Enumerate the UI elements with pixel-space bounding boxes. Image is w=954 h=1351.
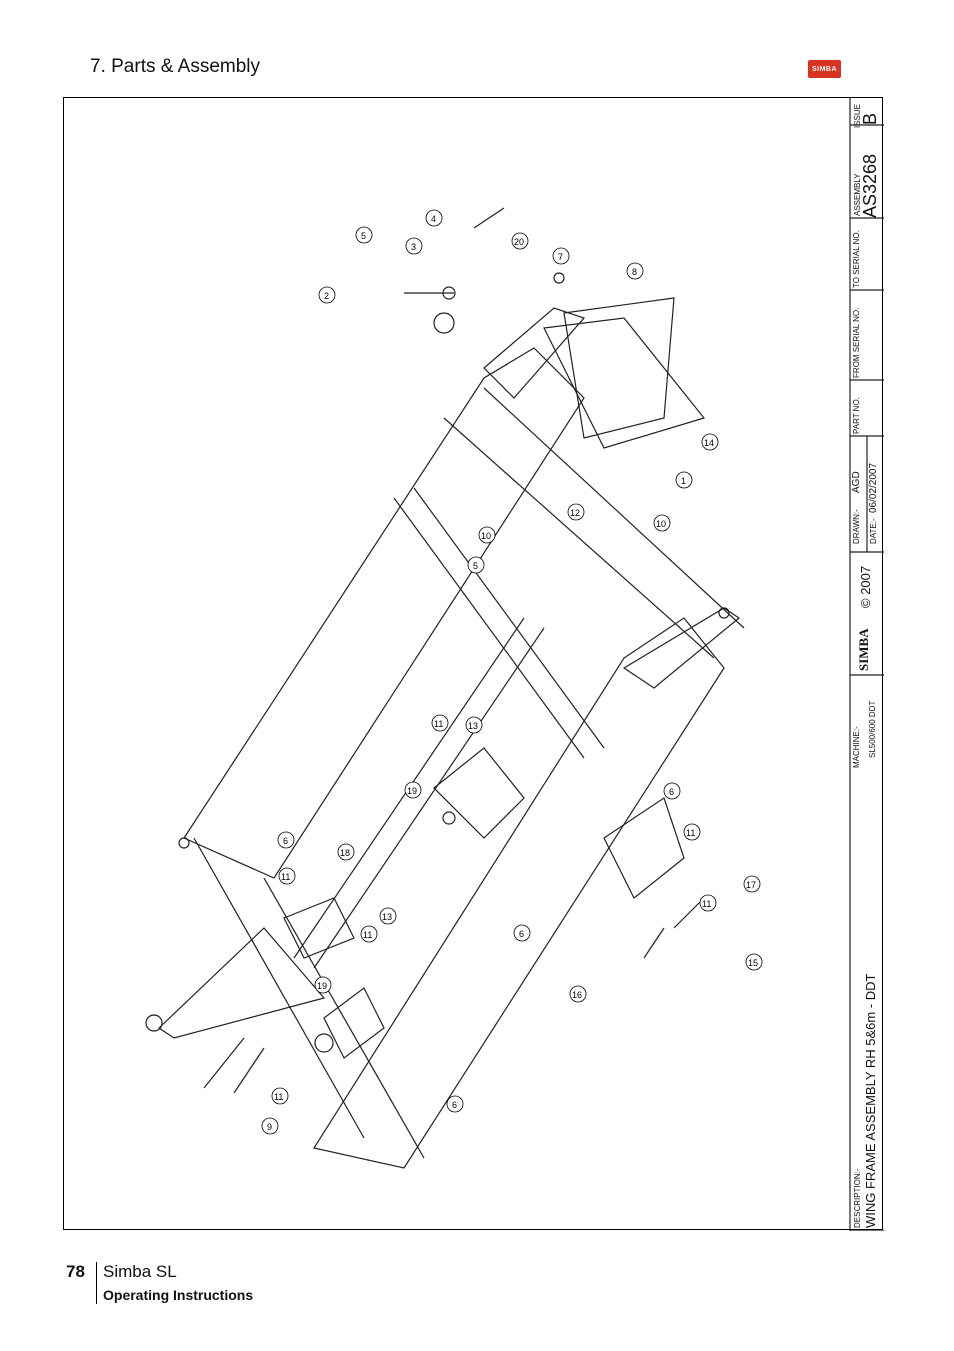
callout-3: 3 xyxy=(405,237,423,255)
svg-text:14: 14 xyxy=(704,438,714,448)
svg-text:9: 9 xyxy=(267,1122,272,1132)
callout-7: 7 xyxy=(552,247,570,265)
svg-text:10: 10 xyxy=(656,519,666,529)
svg-text:11: 11 xyxy=(281,872,290,882)
callout-10b: 10 xyxy=(478,526,496,544)
svg-text:19: 19 xyxy=(317,981,327,991)
copyright: © 2007 xyxy=(858,565,873,608)
exploded-assembly-drawing: 1 2 3 4 5 5 6 6 6 6 7 8 9 10 10 11 11 11… xyxy=(145,98,884,1231)
callout-5a: 5 xyxy=(355,226,373,244)
callout-11c: 11 xyxy=(278,867,296,885)
svg-text:11: 11 xyxy=(363,930,372,940)
description-label: DESCRIPTION:- xyxy=(853,1168,862,1228)
callout-6c: 6 xyxy=(513,924,531,942)
assembly-value: AS3268 xyxy=(860,153,880,218)
svg-text:6: 6 xyxy=(452,1100,457,1110)
svg-text:6: 6 xyxy=(519,929,524,939)
callout-18: 18 xyxy=(337,843,355,861)
callout-11b: 11 xyxy=(683,823,701,841)
svg-text:12: 12 xyxy=(570,508,580,518)
section-title: 7. Parts & Assembly xyxy=(90,56,261,77)
to-serial-label: TO SERIAL NO. xyxy=(852,230,861,288)
footer-divider xyxy=(96,1262,97,1304)
callout-11f: 11 xyxy=(271,1087,289,1105)
part-no-label: PART NO. xyxy=(852,397,861,434)
callout-1: 1 xyxy=(675,471,693,489)
callout-5b: 5 xyxy=(467,556,485,574)
svg-text:11: 11 xyxy=(702,899,711,909)
callout-13a: 13 xyxy=(465,716,483,734)
from-serial-label: FROM SERIAL NO. xyxy=(852,307,861,378)
callout-9: 9 xyxy=(261,1117,279,1135)
svg-text:17: 17 xyxy=(746,880,756,890)
drawn-value: AGD xyxy=(851,471,862,493)
svg-text:13: 13 xyxy=(382,912,392,922)
page-number: 78 xyxy=(66,1262,85,1281)
callout-10a: 10 xyxy=(653,514,671,532)
callout-13b: 13 xyxy=(379,907,397,925)
svg-text:10: 10 xyxy=(481,531,491,541)
callout-20: 20 xyxy=(511,232,529,250)
callout-6d: 6 xyxy=(446,1095,464,1113)
callout-15: 15 xyxy=(745,953,763,971)
callout-11d: 11 xyxy=(699,894,717,912)
callout-4: 4 xyxy=(425,209,443,227)
brand-mark: SIMBA xyxy=(856,628,871,671)
svg-text:5: 5 xyxy=(361,231,366,241)
drawing-frame: 1 2 3 4 5 5 6 6 6 6 7 8 9 10 10 11 11 11… xyxy=(63,97,884,1231)
svg-text:4: 4 xyxy=(431,214,436,224)
machine-value: SL500/600 DDT xyxy=(868,700,877,758)
callout-16: 16 xyxy=(569,985,587,1003)
product-name: Simba SL xyxy=(103,1262,177,1281)
date-label: DATE:- xyxy=(869,518,878,544)
svg-text:20: 20 xyxy=(514,237,524,247)
simba-logo: SIMBA xyxy=(808,60,841,78)
svg-text:7: 7 xyxy=(558,252,563,262)
callout-19a: 19 xyxy=(404,781,422,799)
svg-text:11: 11 xyxy=(274,1092,283,1102)
svg-text:11: 11 xyxy=(434,719,443,729)
svg-text:11: 11 xyxy=(686,828,695,838)
svg-text:3: 3 xyxy=(411,242,416,252)
svg-text:13: 13 xyxy=(468,721,478,731)
issue-value: B xyxy=(860,112,880,125)
callout-12: 12 xyxy=(567,503,585,521)
date-value: 06/02/2007 xyxy=(868,462,879,513)
svg-text:2: 2 xyxy=(324,291,329,301)
callout-6a: 6 xyxy=(663,782,681,800)
callout-17: 17 xyxy=(743,875,761,893)
description-value: WING FRAME ASSEMBLY RH 5&6m - DDT xyxy=(863,973,878,1228)
svg-text:6: 6 xyxy=(283,836,288,846)
svg-text:1: 1 xyxy=(681,476,686,486)
callout-14: 14 xyxy=(701,433,719,451)
callout-2: 2 xyxy=(318,286,336,304)
drawn-label: DRAWN:- xyxy=(852,509,861,544)
svg-text:18: 18 xyxy=(340,848,350,858)
svg-text:8: 8 xyxy=(632,267,637,277)
callout-8: 8 xyxy=(626,262,644,280)
svg-text:5: 5 xyxy=(473,561,478,571)
callout-19b: 19 xyxy=(314,976,332,994)
svg-text:19: 19 xyxy=(407,786,417,796)
svg-text:6: 6 xyxy=(669,787,674,797)
footer-subtitle: Operating Instructions xyxy=(103,1287,254,1303)
svg-text:16: 16 xyxy=(572,990,582,1000)
svg-text:15: 15 xyxy=(748,958,758,968)
logo-text: SIMBA xyxy=(811,65,838,73)
machine-label: MACHINE:- xyxy=(852,726,861,768)
callout-11a: 11 xyxy=(431,714,449,732)
callout-11e: 11 xyxy=(360,925,378,943)
callout-6b: 6 xyxy=(277,831,295,849)
